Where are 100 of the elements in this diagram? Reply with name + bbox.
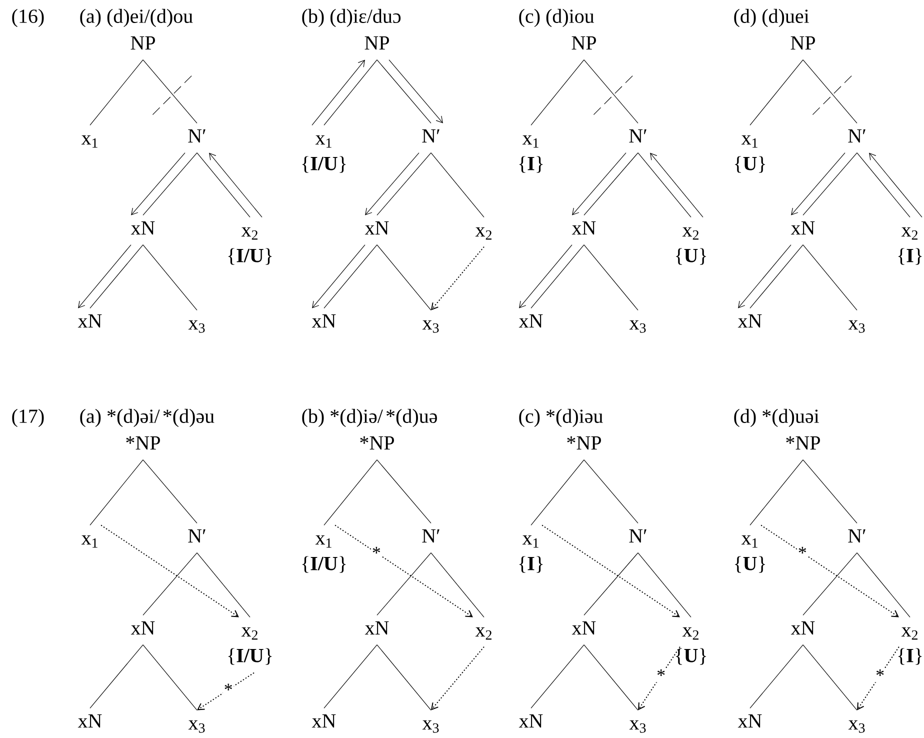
tree-label: xN: [518, 314, 543, 328]
tree-branch: [750, 60, 804, 126]
tree-branch: [142, 60, 198, 124]
tree-branch: [324, 460, 378, 526]
dotted-arrow: [431, 246, 484, 310]
arrow: [78, 244, 132, 308]
tree-branch: [142, 152, 198, 216]
tree-label: N′: [188, 129, 206, 142]
tree-label: N′: [629, 129, 646, 142]
tree-label: *NP: [567, 436, 601, 450]
feature-label: {I}: [898, 648, 922, 665]
tree-label: x$_{2}$: [241, 627, 258, 640]
arrow: [869, 152, 922, 218]
tree-branch: [856, 552, 910, 618]
tree-branch: [90, 644, 144, 708]
tree-label: xN: [78, 314, 102, 328]
tree-branch: [802, 644, 858, 710]
tree-label: xN: [78, 714, 102, 728]
tree-branch: [584, 244, 638, 310]
tree-label: *NP: [786, 436, 820, 450]
tree-label: x$_{1}$: [315, 535, 332, 548]
arrow: [209, 152, 262, 218]
tree-label: x$_{3}$: [188, 320, 205, 333]
feature-label: {I/U}: [228, 248, 272, 265]
tree-label: x$_{2}$: [901, 227, 918, 240]
tree-label: N′: [629, 529, 646, 542]
feature-label: {U}: [676, 248, 706, 265]
tree-branch: [638, 152, 692, 218]
tree-label: NP: [364, 36, 389, 50]
tree-label: x$_{3}$: [629, 320, 646, 333]
tree-branch: [802, 60, 858, 124]
tree-branch: [802, 152, 858, 216]
example-heading: (b) *(d)iə/: [302, 408, 383, 428]
tree-label: xN: [572, 221, 596, 234]
tree-label: x$_{3}$: [188, 720, 205, 733]
dotted-arrow: [638, 646, 680, 710]
tree-branch: [376, 552, 432, 616]
tree-label: xN: [572, 621, 596, 634]
arrow: [312, 244, 366, 308]
edge-label: *: [796, 546, 808, 560]
tree-label: NP: [130, 36, 155, 50]
tree-branch: [324, 60, 378, 126]
tree-branch: [142, 460, 198, 524]
example-heading: (d) *(d)uəi: [734, 408, 819, 428]
tree-branch: [376, 244, 432, 310]
tree-branch: [530, 460, 584, 526]
tree-label: x$_{3}$: [629, 720, 646, 733]
arrow: [365, 152, 420, 216]
tree-branch: [750, 244, 804, 308]
edge-label: *: [656, 668, 667, 682]
feature-label: {I}: [519, 556, 543, 573]
example-number: (16): [12, 8, 44, 28]
dotted-arrow: [542, 524, 680, 618]
feature-label: {U}: [735, 156, 765, 173]
tree-label: xN: [790, 221, 815, 234]
arrow: [312, 60, 365, 126]
arrow: [650, 152, 704, 218]
arrow: [572, 152, 626, 216]
tree-branch: [750, 644, 804, 708]
tree-label: x$_{1}$: [81, 135, 98, 148]
tree-label: x$_{2}$: [901, 627, 918, 640]
tree-label: x$_{2}$: [682, 227, 698, 240]
dotted-arrow: [100, 524, 239, 618]
example-heading: *(d)uə: [386, 408, 437, 428]
tree-branch: [90, 244, 144, 308]
tree-label: xN: [312, 314, 336, 328]
tree-branch: [430, 552, 484, 618]
tree-branch: [530, 244, 584, 308]
tree-branch: [584, 460, 638, 524]
edge-label: *: [370, 546, 382, 560]
tree-branch: [376, 460, 432, 524]
tree-label: xN: [738, 314, 762, 328]
tree-branch: [638, 552, 692, 618]
tree-label: x$_{1}$: [522, 535, 538, 548]
tree-label: x$_{3}$: [848, 320, 865, 333]
dotted-arrow: [334, 524, 473, 618]
tree-branch: [196, 152, 250, 218]
tree-branch: [324, 644, 378, 708]
tree-label: x$_{3}$: [422, 320, 439, 333]
example-heading: (a) *(d)əi/: [80, 408, 160, 428]
example-heading: (a) (d)ei/(d)ou: [80, 8, 193, 28]
tree-branch: [802, 552, 858, 616]
arrow: [519, 244, 572, 308]
tree-branch: [324, 244, 378, 308]
feature-label: {I/U}: [302, 556, 346, 573]
example-heading: (c) (d)iou: [519, 8, 594, 28]
example-number: (17): [12, 408, 44, 428]
tree-label: x$_{2}$: [241, 227, 258, 240]
example-heading: (d) (d)uei: [734, 8, 809, 28]
tree-branch: [530, 644, 584, 708]
tree-label: xN: [130, 621, 155, 634]
feature-label: {U}: [676, 648, 706, 665]
example-heading: (c) *(d)iəu: [519, 408, 603, 428]
dotted-arrow: [857, 646, 900, 710]
feature-label: {U}: [735, 556, 765, 573]
tree-label: x$_{3}$: [422, 720, 439, 733]
tree-branch: [430, 152, 484, 218]
tree-label: N′: [188, 529, 206, 542]
tree-branch: [196, 552, 250, 618]
tree-branch: [376, 60, 432, 124]
